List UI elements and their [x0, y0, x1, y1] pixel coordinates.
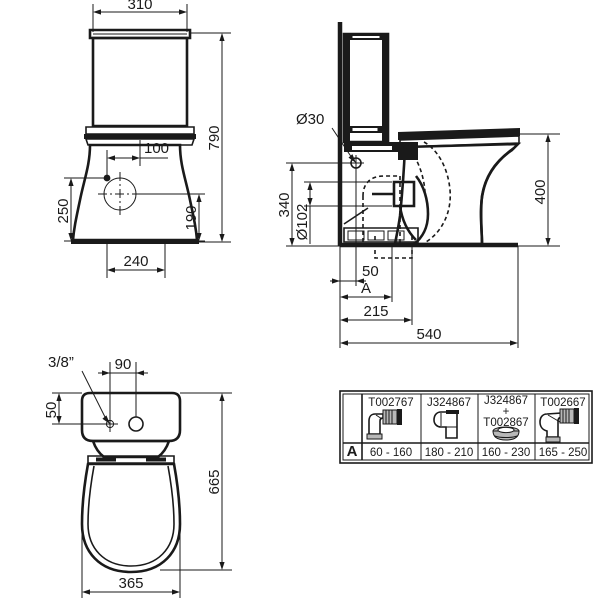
dim-90: 90: [98, 356, 148, 418]
part-range-3: 165 - 250: [539, 447, 588, 459]
dim-100: 100: [106, 140, 169, 178]
connector-reference-table[interactable]: A T002767 60 - 160 J324867: [339, 390, 593, 464]
part-code-2-line-0: J324867: [484, 395, 528, 407]
dim-365: 365: [81, 524, 181, 598]
part-code-2-line-1: +: [503, 406, 510, 418]
dim-400: 400: [518, 133, 560, 247]
dim-540: 540: [339, 246, 519, 348]
part-code-1: J324867: [427, 397, 471, 409]
table-column-2[interactable]: J324867 + T002867 160 - 230: [482, 395, 531, 459]
table-column-3[interactable]: T002667 165 - 250: [539, 397, 588, 459]
dim-240-label: 240: [123, 253, 148, 270]
dim-665: 665: [160, 392, 232, 571]
table-column-1[interactable]: J324867 180 - 210: [425, 397, 474, 459]
table-inner-border: [342, 393, 590, 461]
front-cistern: [88, 28, 192, 128]
dim-240: 240: [106, 244, 166, 278]
dim-50-plan-label: 50: [43, 402, 60, 419]
dim-dia102-label: Ø102: [294, 204, 311, 241]
table-row-label-a: A: [347, 443, 358, 460]
front-foot: [71, 239, 199, 244]
side-elevation-view: Ø30 340 Ø102 400: [276, 22, 560, 348]
dim-340: 340: [276, 162, 352, 247]
dim-365-label: 365: [118, 575, 143, 592]
elbow-long-connector-icon: [539, 408, 579, 443]
dim-250-label: 250: [55, 198, 72, 223]
elbow-connector-icon: [366, 409, 402, 440]
dim-215: 215: [339, 246, 413, 325]
dim-400-label: 400: [532, 179, 549, 204]
flexible-seal-icon: [492, 426, 520, 441]
dim-310: 310: [92, 0, 188, 32]
dim-540-label: 540: [416, 326, 441, 343]
dim-190: 190: [140, 193, 205, 242]
dim-310-label: 310: [127, 0, 152, 13]
dim-190-label: 190: [183, 205, 200, 230]
dim-100-label: 100: [144, 140, 169, 157]
part-range-1: 180 - 210: [425, 447, 474, 459]
front-outlet-port: [98, 172, 142, 216]
dim-A-label: A: [361, 280, 371, 297]
front-seat-band: [84, 134, 196, 139]
plan-shoulder: [91, 439, 171, 459]
dim-dia102: Ø102: [294, 181, 392, 244]
dim-250: 250: [55, 177, 105, 242]
part-code-3: T002667: [540, 397, 585, 409]
dim-340-label: 340: [276, 192, 293, 217]
side-outlet-spigot: [372, 175, 430, 246]
part-range-2: 160 - 230: [482, 447, 531, 459]
plan-view: 3/8” 90 50 665: [43, 354, 232, 598]
dim-50-plan: 50: [43, 392, 106, 425]
dim-50-side: 50: [330, 170, 379, 286]
dim-790-label: 790: [206, 125, 223, 150]
plan-seat-inner: [87, 465, 175, 567]
table-outer-border: [339, 390, 593, 464]
dim-790: 790: [189, 32, 231, 243]
table-column-0[interactable]: T002767 60 - 160: [366, 397, 414, 459]
dim-A: A: [339, 246, 393, 302]
dim-50-side-label: 50: [362, 263, 379, 280]
dim-665-label: 665: [206, 469, 223, 494]
dim-215-label: 215: [363, 303, 388, 320]
dim-dia30-label: Ø30: [296, 111, 324, 128]
plan-seat-outline: [80, 462, 182, 574]
dim-thread-38: 3/8”: [48, 354, 110, 424]
front-seat-stack: [84, 126, 196, 146]
part-range-0: 60 - 160: [370, 447, 412, 459]
part-code-2-line-2: T002867: [483, 417, 528, 429]
part-code-0: T002767: [368, 397, 413, 409]
front-elevation-view: 310 790 100 250: [55, 0, 231, 278]
dim-90-label: 90: [115, 356, 132, 373]
dim-dia30: Ø30: [296, 111, 356, 163]
offset-connector-icon: [433, 410, 459, 439]
dim-thread-38-label: 3/8”: [48, 354, 74, 371]
